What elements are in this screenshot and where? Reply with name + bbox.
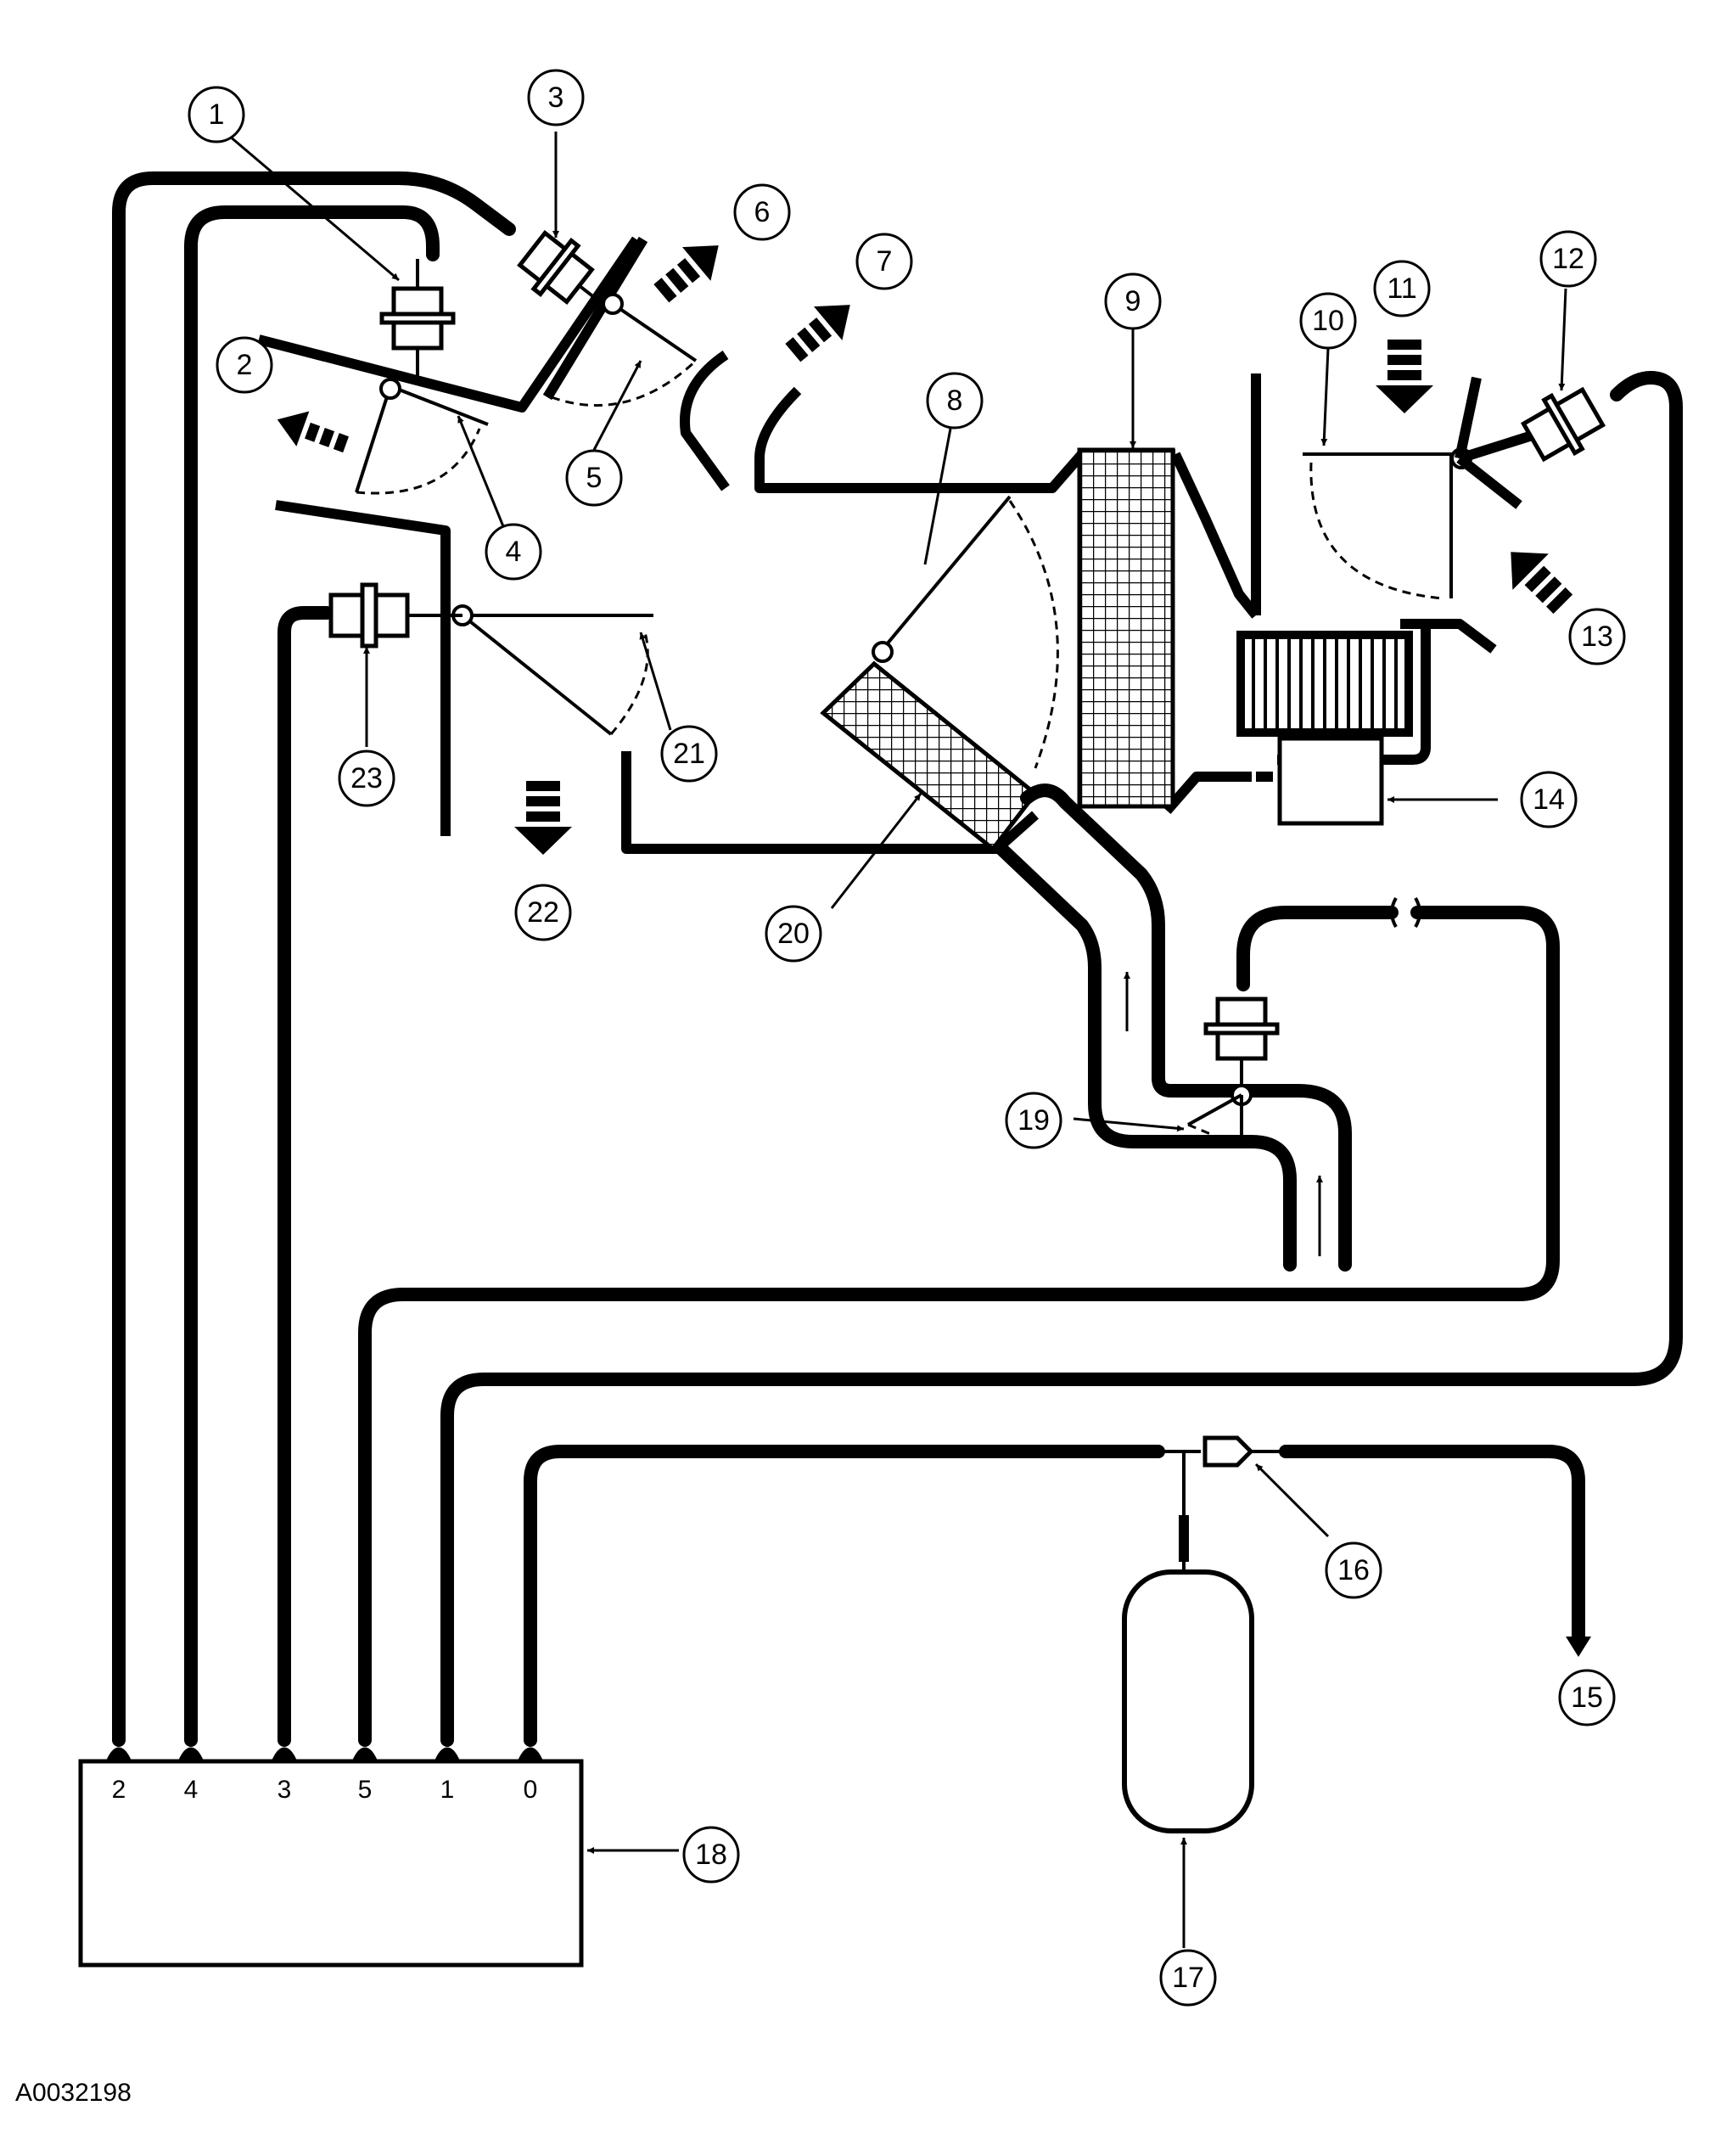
svg-text:12: 12	[1552, 243, 1584, 275]
svg-text:14: 14	[1533, 783, 1565, 816]
airflow-arrow-7	[785, 305, 850, 362]
svg-text:7: 7	[877, 245, 893, 278]
svg-text:17: 17	[1172, 1962, 1204, 1994]
svg-text:8: 8	[947, 385, 963, 417]
svg-text:13: 13	[1581, 620, 1613, 653]
airflow-arrow-22	[514, 781, 572, 855]
svg-text:1: 1	[209, 98, 225, 131]
evaporator-core	[1077, 447, 1175, 809]
callout-10: 10	[1299, 292, 1357, 350]
callout-16: 16	[1325, 1541, 1382, 1599]
blower-motor	[1277, 736, 1384, 826]
svg-text:23: 23	[350, 762, 383, 794]
vacuum-check-valve	[1158, 1435, 1591, 1657]
callout-20: 20	[765, 905, 822, 963]
airflow-arrow-11	[1376, 340, 1433, 413]
port-label: 0	[524, 1776, 538, 1804]
svg-text:20: 20	[777, 918, 810, 950]
callout-8: 8	[926, 372, 984, 430]
svg-text:4: 4	[506, 536, 522, 568]
port-label: 3	[277, 1776, 292, 1804]
port-nipples	[106, 1747, 543, 1763]
svg-text:6: 6	[754, 196, 771, 228]
svg-text:19: 19	[1017, 1104, 1050, 1137]
vacuum-hoses	[112, 171, 1683, 1747]
defrost-door	[355, 378, 489, 495]
callout-19: 19	[1005, 1092, 1062, 1149]
vacuum-actuator-12	[1520, 386, 1606, 463]
blower-wheel	[1236, 631, 1413, 737]
callout-18: 18	[682, 1826, 740, 1884]
callout-1: 1	[188, 86, 245, 143]
airflow-arrow-6	[653, 245, 719, 303]
callout-15: 15	[1558, 1669, 1616, 1726]
hvac-housing	[257, 236, 1497, 854]
callout-12: 12	[1539, 230, 1597, 288]
callout-22: 22	[514, 884, 572, 941]
callout-11: 11	[1373, 260, 1431, 317]
port-label: 2	[112, 1776, 126, 1804]
vacuum-actuator-19	[1203, 997, 1280, 1086]
port-label: 1	[440, 1776, 455, 1804]
callout-2: 2	[216, 336, 273, 394]
svg-text:15: 15	[1571, 1682, 1603, 1714]
airflow-arrow-defrost-left	[277, 411, 350, 453]
callout-5: 5	[565, 449, 623, 507]
leader-lines	[228, 132, 1567, 1948]
vacuum-actuator-23	[328, 582, 462, 648]
callout-13: 13	[1568, 608, 1626, 665]
recirc-door	[1309, 376, 1542, 600]
port-label: 5	[358, 1776, 373, 1804]
callout-17: 17	[1159, 1949, 1217, 2007]
vacuum-restrictor	[1390, 896, 1421, 929]
panel-defrost-door	[551, 293, 698, 407]
callout-6: 6	[733, 183, 791, 241]
svg-text:5: 5	[586, 462, 603, 494]
callout-21: 21	[660, 725, 718, 783]
callout-4: 4	[485, 523, 542, 581]
svg-text:18: 18	[695, 1839, 727, 1871]
callout-9: 9	[1104, 272, 1162, 330]
vacuum-actuator-1	[379, 259, 456, 382]
callout-14: 14	[1520, 771, 1578, 828]
callout-3: 3	[527, 69, 585, 126]
svg-text:22: 22	[527, 896, 559, 929]
heater-core	[820, 660, 1352, 1272]
vacuum-reservoir	[1122, 1569, 1254, 1833]
vacuum-actuator-3	[517, 230, 597, 305]
callout-23: 23	[338, 750, 395, 807]
svg-text:9: 9	[1125, 285, 1141, 317]
callout-7: 7	[855, 233, 913, 290]
svg-text:11: 11	[1387, 272, 1416, 305]
port-label: 4	[184, 1776, 199, 1804]
blend-door	[872, 495, 1059, 769]
svg-text:3: 3	[548, 81, 564, 114]
floor-door	[451, 604, 653, 736]
svg-text:2: 2	[237, 349, 253, 381]
svg-text:16: 16	[1337, 1554, 1370, 1586]
control-module: 2 4 3 5 1 0	[78, 1747, 584, 1968]
airflow-arrow-13	[1511, 552, 1573, 615]
svg-text:21: 21	[673, 738, 705, 770]
heater-water-valve	[1187, 1084, 1253, 1146]
svg-text:10: 10	[1312, 305, 1344, 337]
figure-id: A0032198	[15, 2079, 132, 2107]
